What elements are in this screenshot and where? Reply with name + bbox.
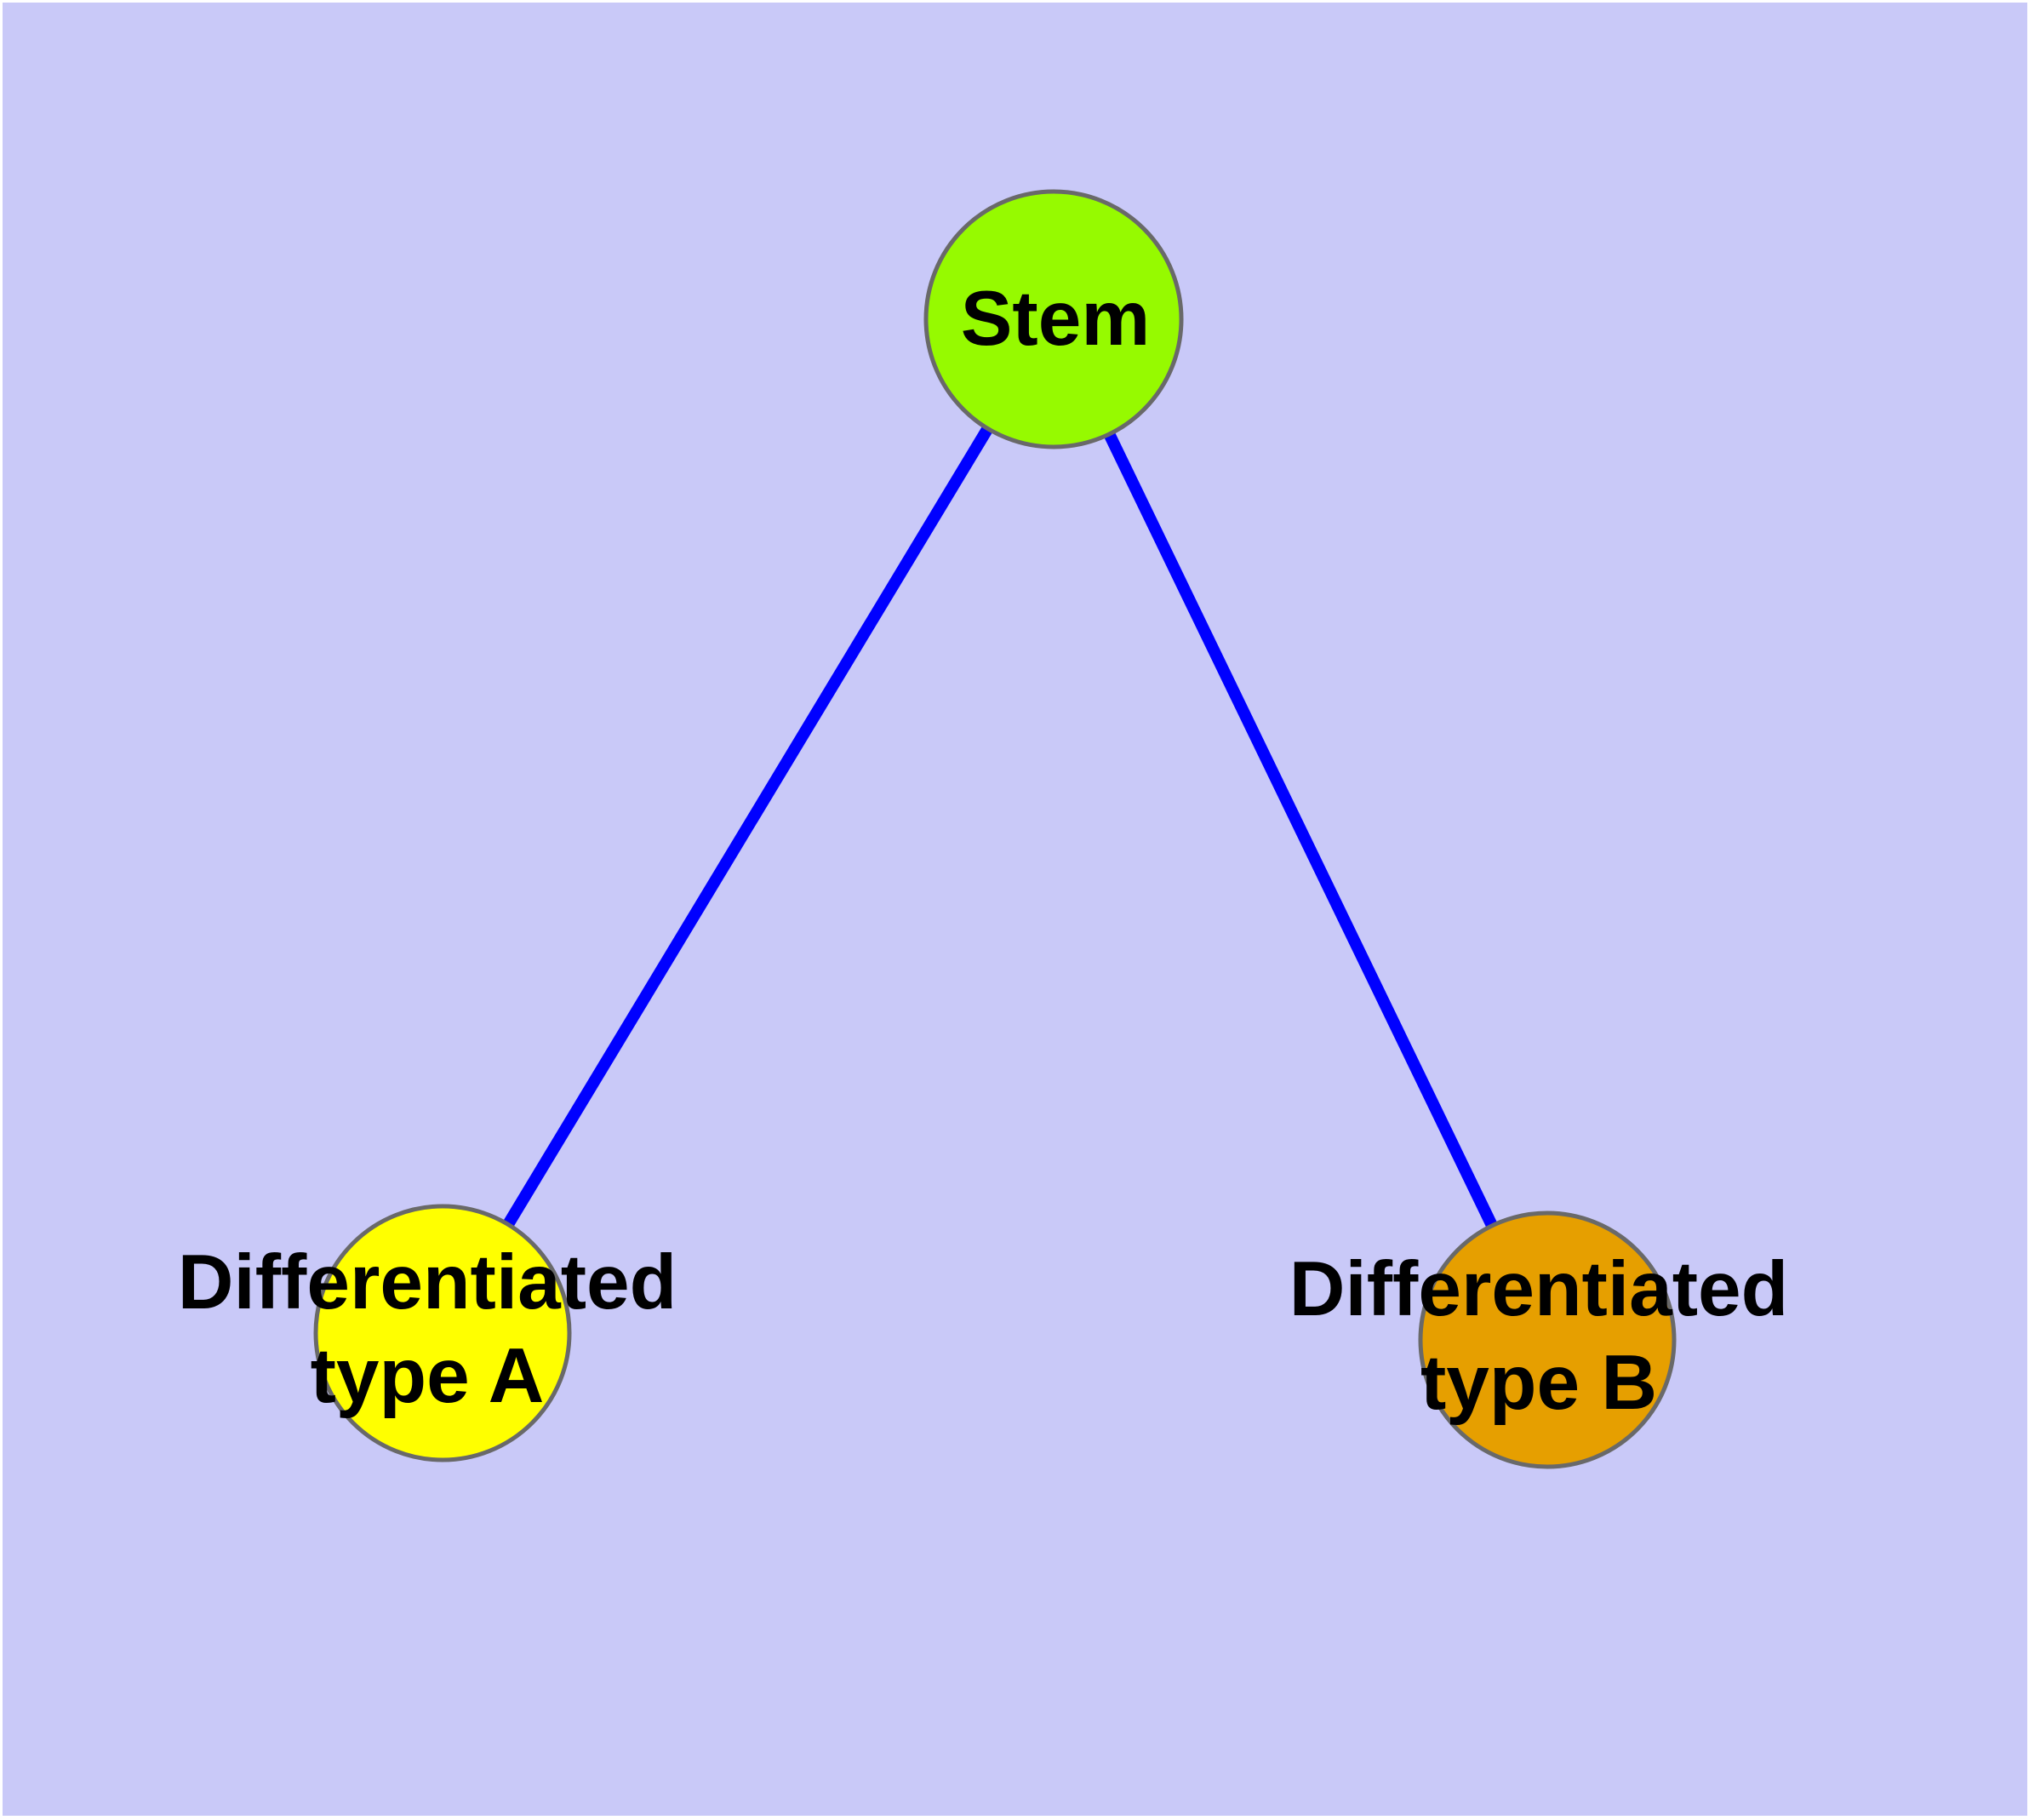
node-type-a-label-line-1: Differentiated [177, 1239, 677, 1325]
node-type-a-circle [313, 1204, 572, 1462]
node-type-b-label: Differentiated type B [1289, 1243, 1789, 1430]
edge-stem-to-type-b [1048, 316, 1553, 1343]
node-stem-label-line: Stem [960, 276, 1151, 362]
node-type-b-label-line-1: Differentiated [1289, 1246, 1789, 1332]
edge-stem-to-type-a [437, 316, 1059, 1336]
node-type-b-circle [1418, 1210, 1677, 1469]
node-stem-circle [923, 189, 1184, 449]
node-type-a-label: Differentiated type A [178, 1236, 677, 1423]
node-type-a-label-line-2: type A [310, 1333, 545, 1419]
node-stem-label: Stem [961, 272, 1151, 366]
node-type-b-label-line-2: type B [1420, 1340, 1658, 1426]
